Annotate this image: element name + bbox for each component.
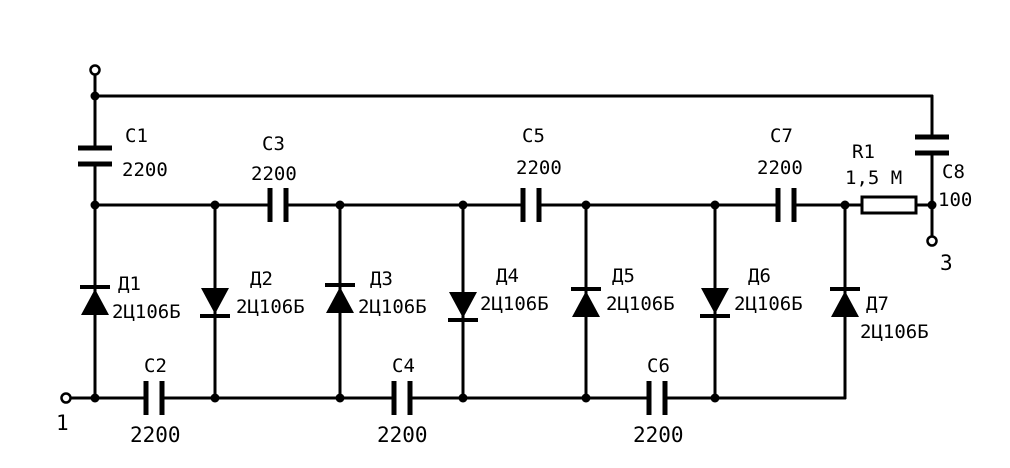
d1-name: Д1 (118, 273, 141, 295)
d3-name: Д3 (370, 268, 393, 290)
d5-name: Д5 (612, 265, 635, 287)
d4-name: Д4 (496, 265, 519, 287)
c2-name: C2 (144, 355, 167, 377)
terminal-3-label: 3 (940, 251, 953, 275)
d6-type: 2Ц106Б (734, 293, 803, 315)
diode-d5 (571, 287, 601, 317)
c6-name: C6 (647, 355, 670, 377)
diode-d7 (830, 287, 860, 317)
diode-d6 (700, 288, 730, 318)
capacitor-c1 (78, 145, 112, 167)
d4-type: 2Ц106Б (480, 293, 549, 315)
c4-value: 2200 (377, 423, 428, 447)
capacitor-c5 (520, 188, 542, 222)
c4-name: C4 (392, 355, 415, 377)
diode-d2 (200, 288, 230, 318)
d7-name: Д7 (866, 293, 889, 315)
capacitor-c4 (391, 381, 413, 415)
d6-name: Д6 (748, 265, 771, 287)
r1-name: R1 (852, 141, 875, 163)
resistor-r1 (860, 195, 918, 215)
d3-type: 2Ц106Б (358, 296, 427, 318)
c1-name: C1 (125, 125, 148, 147)
c3-value: 2200 (251, 163, 297, 185)
c8-value: 100 (938, 189, 972, 211)
c1-value: 2200 (122, 159, 168, 181)
d1-type: 2Ц106Б (112, 301, 181, 323)
diode-d4 (448, 292, 478, 322)
capacitor-c8 (915, 134, 949, 156)
d5-type: 2Ц106Б (606, 293, 675, 315)
terminal-3 (926, 235, 938, 247)
diode-d3 (325, 283, 355, 313)
capacitor-c2 (143, 381, 165, 415)
capacitor-c6 (646, 381, 668, 415)
c2-value: 2200 (130, 423, 181, 447)
capacitor-c3 (267, 188, 289, 222)
terminal-top (89, 64, 101, 76)
r1-value: 1,5 M (845, 167, 902, 189)
c5-name: C5 (522, 125, 545, 147)
d7-type: 2Ц106Б (860, 321, 929, 343)
c5-value: 2200 (516, 157, 562, 179)
c7-value: 2200 (757, 157, 803, 179)
junction-dots (90, 91, 937, 403)
c6-value: 2200 (633, 423, 684, 447)
terminal-1 (60, 392, 72, 404)
terminal-1-label: 1 (56, 411, 69, 435)
c7-name: C7 (770, 125, 793, 147)
d2-name: Д2 (250, 268, 273, 290)
capacitor-c7 (775, 188, 797, 222)
wires (68, 73, 934, 400)
c8-name: C8 (942, 161, 965, 183)
c3-name: C3 (262, 133, 285, 155)
diode-d1 (80, 285, 110, 315)
d2-type: 2Ц106Б (236, 296, 305, 318)
